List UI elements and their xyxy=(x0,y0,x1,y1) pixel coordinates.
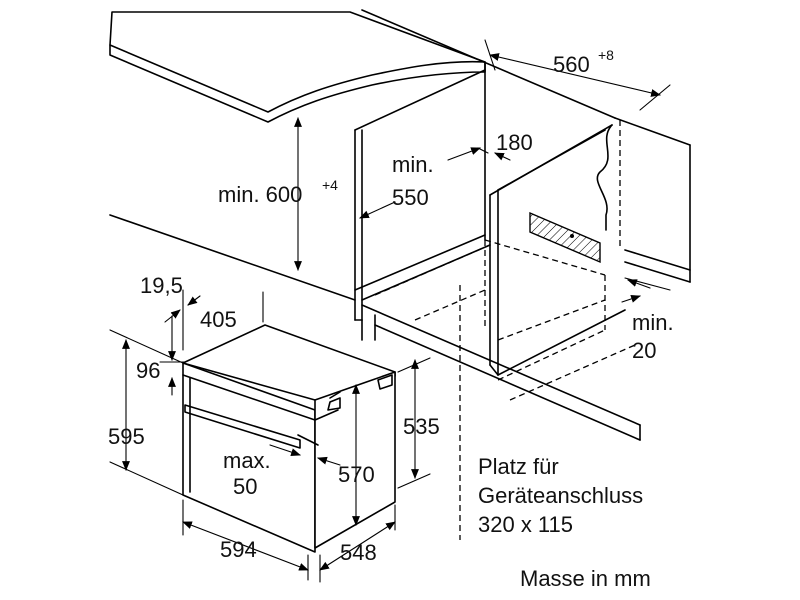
dimension-lines xyxy=(109,39,671,583)
niche-box xyxy=(374,120,691,540)
connection-note-line1: Platz für xyxy=(478,454,559,479)
dim-560-label: 560 xyxy=(553,52,590,77)
dim-max-50-line1: max. xyxy=(223,448,271,473)
dim-560-tolerance: +8 xyxy=(598,47,614,63)
units-note: Masse in mm xyxy=(520,566,651,591)
dim-595-label: 595 xyxy=(108,424,145,449)
dim-180-label: 180 xyxy=(496,130,533,155)
dim-min-550-line1: min. xyxy=(392,152,434,177)
dim-min-20-line2: 20 xyxy=(632,338,656,363)
dim-min-550-line2: 550 xyxy=(392,185,429,210)
dim-535-label: 535 xyxy=(403,414,440,439)
dim-min-20-line1: min. xyxy=(632,310,674,335)
dim-min-600-tolerance: +4 xyxy=(322,177,338,193)
cabinet-frame xyxy=(109,9,691,441)
connection-note-line3: 320 x 115 xyxy=(478,512,573,537)
dim-96-label: 96 xyxy=(136,358,160,383)
dim-max-50-line2: 50 xyxy=(233,474,257,499)
dim-405-label: 405 xyxy=(200,307,237,332)
oven xyxy=(182,324,396,553)
dim-570-label: 570 xyxy=(338,462,375,487)
notes: Platz für Geräteanschluss 320 x 115 Mass… xyxy=(478,454,651,591)
countertop xyxy=(109,11,486,123)
dim-594-label: 594 xyxy=(220,537,257,562)
dim-19-5-label: 19,5 xyxy=(140,273,183,298)
connection-note-line2: Geräteanschluss xyxy=(478,483,643,508)
dimension-labels: 560 +8 min. 600 +4 min. 550 180 min. 20 … xyxy=(108,47,674,565)
dim-min-600-label: min. 600 xyxy=(218,182,302,207)
dim-548-label: 548 xyxy=(340,540,377,565)
